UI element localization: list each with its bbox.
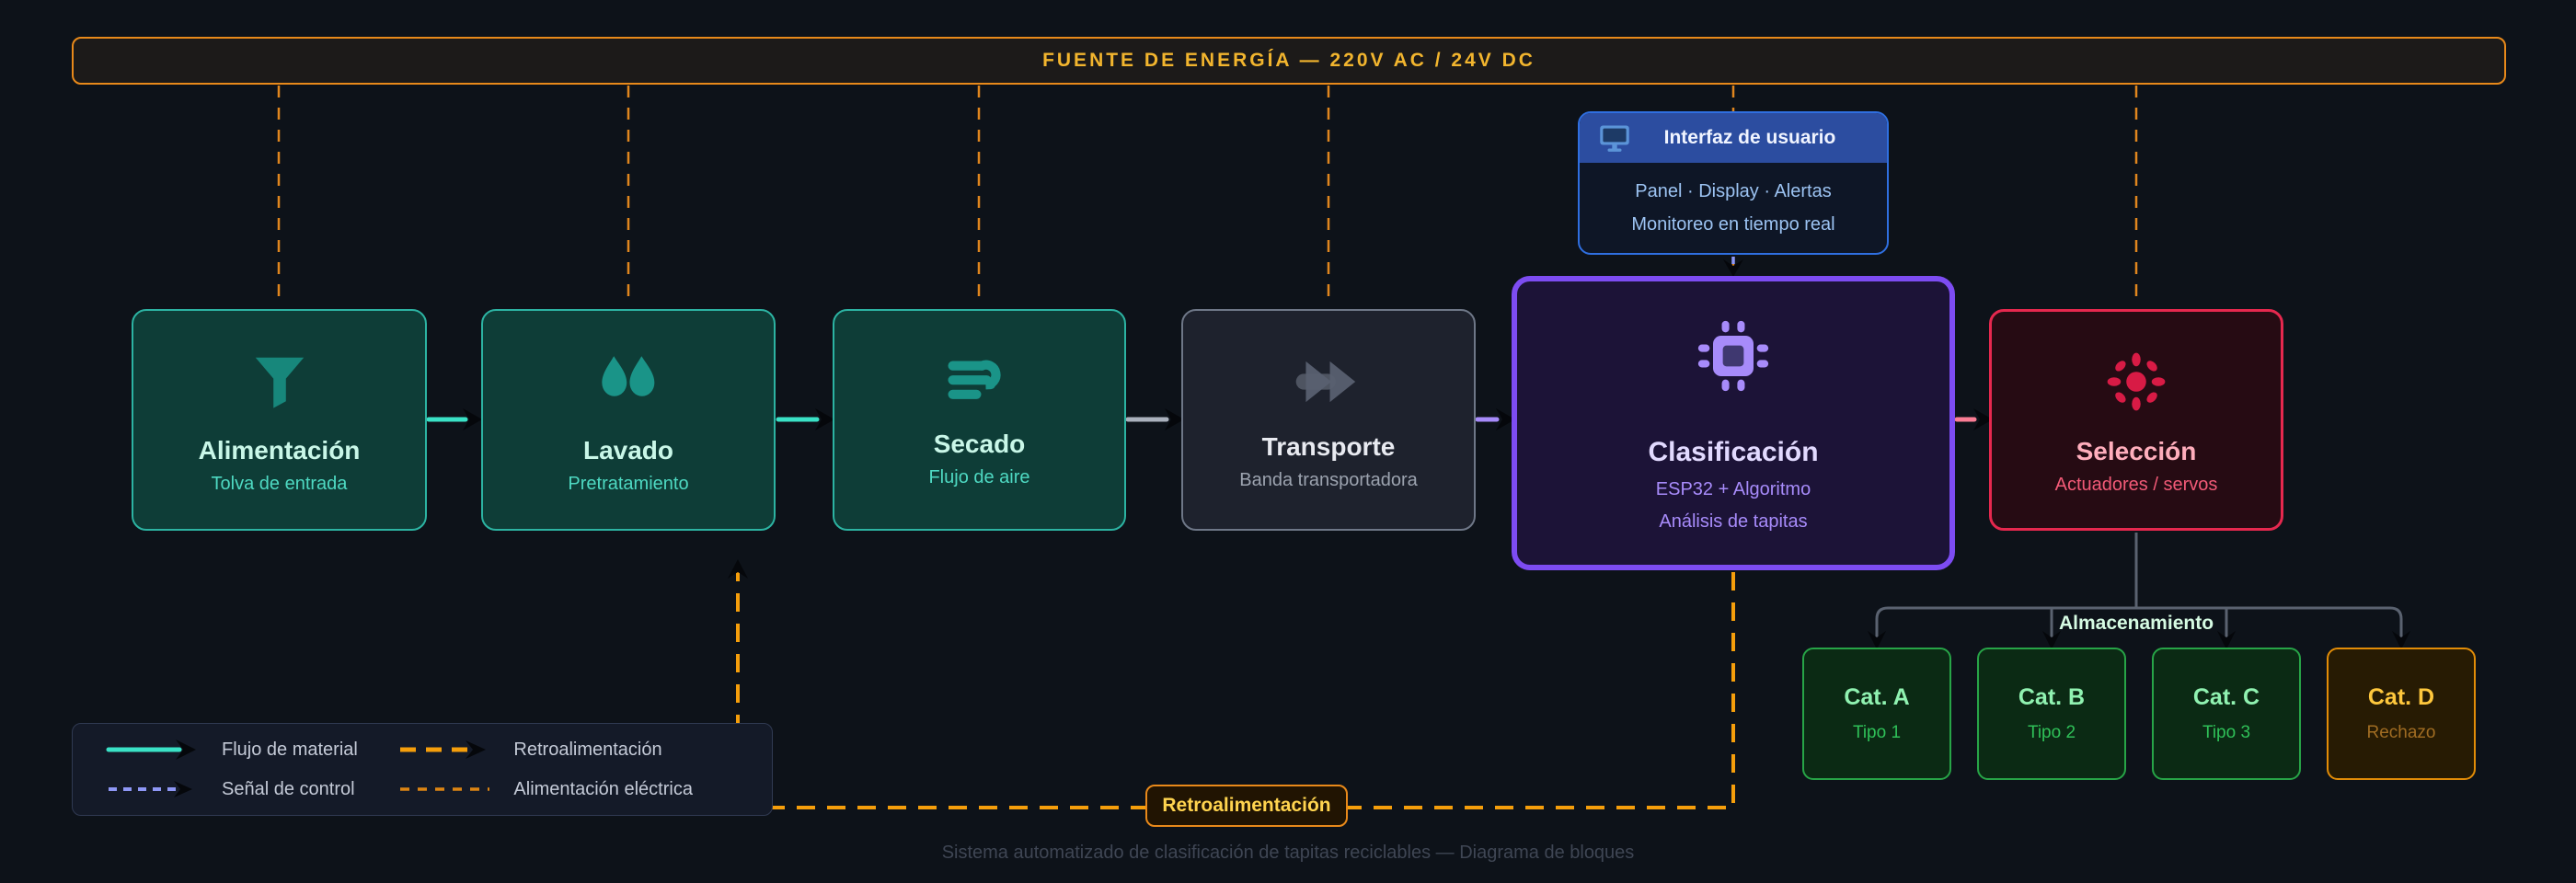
diagram-caption: Sistema automatizado de clasificación de… xyxy=(941,843,1635,863)
block-title: Alimentación xyxy=(198,435,361,464)
chip-icon xyxy=(1693,315,1774,396)
legend-label: Señal de control xyxy=(222,779,355,800)
block-subtitle: ESP32 + Algoritmo xyxy=(1655,479,1811,499)
block-title: Transporte xyxy=(1261,431,1396,461)
legend-item-control-signal: Señal de control xyxy=(104,777,396,801)
legend-item-power: Alimentación eléctrica xyxy=(396,777,741,801)
storage-label: Almacenamiento xyxy=(2058,613,2214,634)
user-interface-body: Panel · Display · Alertas Monitoreo en t… xyxy=(1580,163,1887,253)
bin-title: Cat. C xyxy=(2192,684,2260,710)
block-title: Clasificación xyxy=(1648,437,1819,467)
bin-title: Cat. A xyxy=(1844,684,1910,710)
bin-subtitle: Tipo 2 xyxy=(2027,723,2076,742)
legend-label: Alimentación eléctrica xyxy=(513,779,693,800)
monitor-icon xyxy=(1598,123,1631,153)
bin-title: Cat. D xyxy=(2367,684,2435,710)
block-alimentacion: Alimentación Tolva de entrada xyxy=(132,309,427,531)
block-subtitle: Flujo de aire xyxy=(928,466,1030,487)
block-transporte: Transporte Banda transportadora xyxy=(1181,309,1476,531)
block-title: Selección xyxy=(2076,436,2197,465)
block-subtitle: Pretratamiento xyxy=(568,473,689,494)
user-interface-line1: Panel · Display · Alertas xyxy=(1635,181,1832,201)
storage-bin-cat-b: Cat. B Tipo 2 xyxy=(1977,648,2126,780)
storage-bin-cat-d: Cat. D Rechazo xyxy=(2327,648,2476,780)
fast-forward-icon xyxy=(1289,351,1368,412)
legend-box: Flujo de material Señal de control Retro… xyxy=(72,723,773,816)
power-source-bar: FUENTE DE ENERGÍA — 220V AC / 24V DC xyxy=(72,37,2506,85)
dotted-orange-swatch xyxy=(400,787,490,791)
block-subtitle: Actuadores / servos xyxy=(2054,474,2218,495)
material-flow-arrowheads xyxy=(463,408,1993,430)
feedback-label: Retroalimentación xyxy=(1162,795,1331,816)
user-interface-box: Interfaz de usuario Panel · Display · Al… xyxy=(1578,111,1889,255)
storage-bin-cat-a: Cat. A Tipo 1 xyxy=(1802,648,1951,780)
storage-bin-cat-c: Cat. C Tipo 3 xyxy=(2152,648,2301,780)
legend-item-material-flow: Flujo de material xyxy=(104,738,396,762)
bin-subtitle: Tipo 1 xyxy=(1852,723,1902,742)
power-source-label: FUENTE DE ENERGÍA — 220V AC / 24V DC xyxy=(1042,50,1535,71)
water-drops-icon xyxy=(593,348,663,416)
legend-label: Flujo de material xyxy=(222,739,358,760)
air-flow-icon xyxy=(944,354,1016,409)
funnel-icon xyxy=(246,348,314,416)
block-subtitle: Tolva de entrada xyxy=(211,473,348,494)
feedback-label-chip: Retroalimentación xyxy=(1145,785,1348,827)
storage-arrowheads xyxy=(1868,631,2410,649)
bin-subtitle: Tipo 3 xyxy=(2202,723,2251,742)
block-subtitle-2: Análisis de tapitas xyxy=(1659,511,1808,532)
legend-label: Retroalimentación xyxy=(513,739,662,760)
block-title: Lavado xyxy=(582,435,674,464)
block-lavado: Lavado Pretratamiento xyxy=(481,309,776,531)
block-secado: Secado Flujo de aire xyxy=(833,309,1126,531)
block-subtitle: Banda transportadora xyxy=(1239,469,1418,490)
user-interface-line2: Monitoreo en tiempo real xyxy=(1631,214,1835,235)
feedback-arrowhead xyxy=(728,559,748,579)
user-interface-title: Interfaz de usuario xyxy=(1663,127,1836,148)
solid-teal-arrow-swatch xyxy=(106,739,196,760)
feedback-line xyxy=(736,567,1735,809)
dashed-orange-arrow-swatch xyxy=(400,740,487,759)
dashed-purple-arrow-swatch xyxy=(109,781,192,798)
user-interface-header: Interfaz de usuario xyxy=(1580,113,1887,163)
servo-actuator-icon xyxy=(2101,347,2171,417)
bin-title: Cat. B xyxy=(2018,684,2086,710)
control-signal-arrowhead xyxy=(1723,259,1743,277)
block-title: Secado xyxy=(933,429,1026,458)
block-clasificacion: Clasificación ESP32 + Algoritmo Análisis… xyxy=(1512,276,1955,570)
block-seleccion: Selección Actuadores / servos xyxy=(1989,309,2283,531)
legend-item-feedback: Retroalimentación xyxy=(396,738,741,762)
bin-subtitle: Rechazo xyxy=(2366,723,2436,742)
